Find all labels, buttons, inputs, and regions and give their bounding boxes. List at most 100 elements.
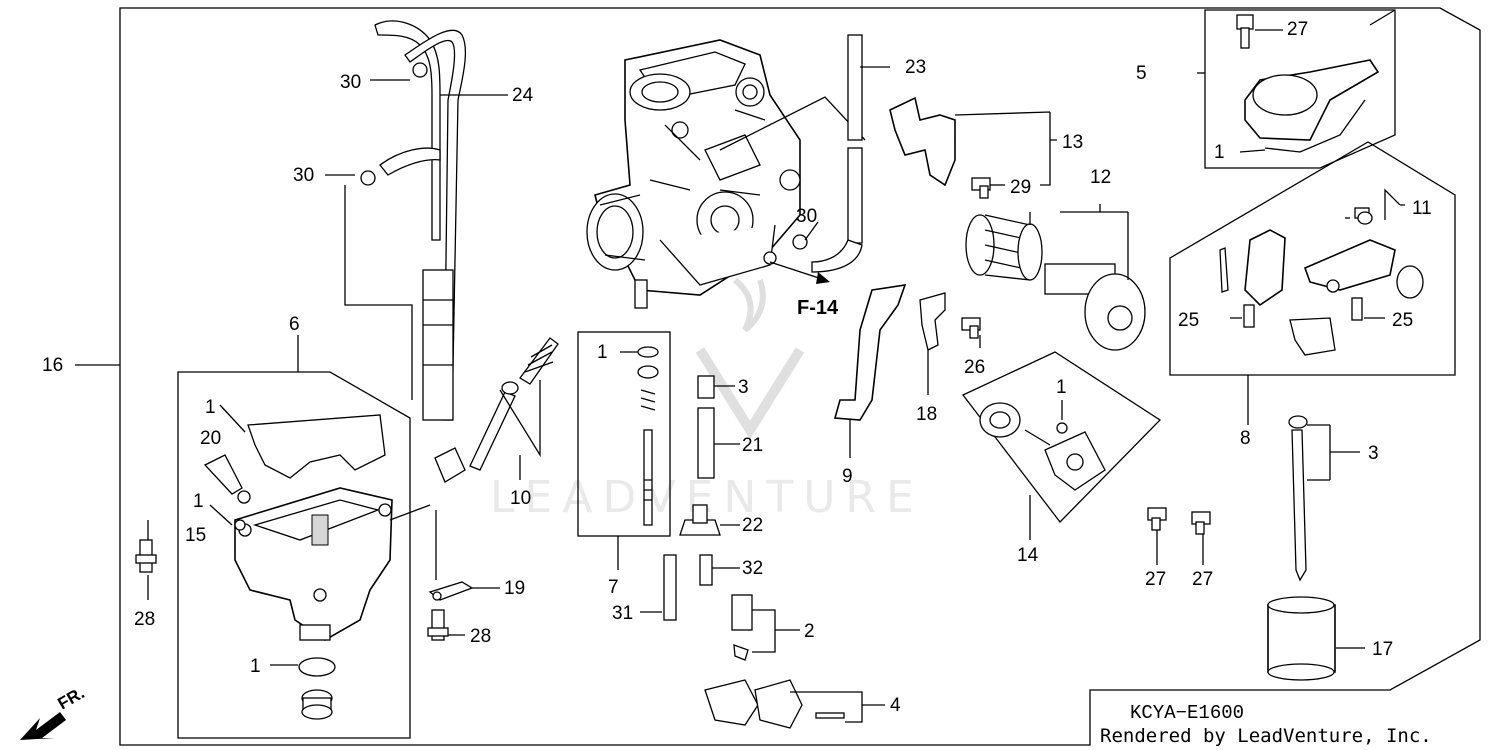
screw-11	[1354, 207, 1373, 225]
float-chamber-bowl	[234, 487, 393, 641]
drain-plug	[301, 689, 333, 720]
screw-27a	[1147, 507, 1167, 531]
assembly-frame	[119, 7, 1481, 746]
callout-9: 9	[842, 466, 853, 487]
callout-16: 16	[42, 355, 63, 376]
bracket-18	[919, 292, 946, 351]
float-chamber-gasket	[247, 414, 386, 479]
callout-30: 30	[796, 206, 817, 227]
callout-32: 32	[742, 558, 763, 579]
callout-1: 1	[597, 342, 608, 363]
callout-10: 10	[510, 488, 531, 509]
throttle-spring-12	[965, 214, 1146, 351]
filter-17	[1267, 596, 1336, 681]
callout-29: 29	[1010, 177, 1031, 198]
callout-25: 25	[1178, 310, 1199, 331]
jet-32	[699, 554, 713, 586]
needle-jet-holder-3	[697, 375, 715, 399]
screw-28b	[427, 609, 449, 641]
throttle-stop-screw-10	[434, 337, 559, 483]
reference-label: F-14	[797, 297, 839, 319]
jet-needle-parts	[637, 346, 659, 526]
front-label: FR.	[55, 683, 88, 713]
lever-9	[833, 284, 907, 421]
drain-o-ring	[298, 657, 336, 677]
drawing-code: KCYA−E1600	[1130, 702, 1244, 724]
callout-31: 31	[612, 603, 633, 624]
callout-30: 30	[293, 165, 314, 186]
callout-30: 30	[340, 72, 361, 93]
drain-screw-20	[203, 454, 251, 504]
o-ring-15	[234, 519, 246, 531]
callout-14: 14	[1017, 545, 1039, 566]
callout-1: 1	[193, 491, 204, 512]
callout-15: 15	[185, 525, 206, 546]
front-arrow-icon	[20, 712, 66, 740]
air-vent-hose-23	[811, 34, 863, 273]
drain-hose-24	[374, 20, 467, 421]
pump-frame	[961, 351, 1162, 523]
accelerator-pump-14	[979, 402, 1106, 491]
hose-clips	[360, 62, 808, 250]
callout-11: 11	[1412, 198, 1432, 219]
callout-13: 13	[1062, 132, 1083, 153]
starter-frame	[1169, 141, 1456, 376]
jet-needle-box	[577, 331, 671, 537]
callout-24: 24	[512, 85, 534, 106]
callout-leaders	[75, 9, 1405, 723]
credit-text: Rendered by LeadVenture, Inc.	[1100, 725, 1432, 747]
callout-7: 7	[608, 577, 619, 598]
callout-19: 19	[504, 578, 525, 599]
callout-21: 21	[742, 435, 763, 456]
callout-27: 27	[1287, 19, 1308, 40]
callout-28: 28	[134, 609, 155, 630]
callout-1: 1	[205, 397, 216, 418]
callout-3: 3	[1368, 443, 1379, 464]
callout-22: 22	[742, 515, 763, 536]
screw-27c	[1236, 14, 1254, 49]
carburetor-body	[586, 39, 801, 309]
callout-27: 27	[1192, 569, 1213, 590]
callout-25: 25	[1392, 310, 1413, 331]
top-cap-5	[1244, 59, 1380, 153]
callout-1: 1	[1056, 377, 1067, 398]
float-4	[704, 679, 845, 729]
jet-31	[663, 554, 677, 621]
callout-4: 4	[890, 695, 901, 716]
screw-26	[961, 317, 981, 339]
clip-set-2	[731, 594, 753, 661]
needle-jet-22	[679, 504, 721, 536]
jet-needle-3	[1288, 415, 1308, 582]
callout-27: 27	[1145, 569, 1166, 590]
screw-25b	[1351, 297, 1363, 321]
callout-20: 20	[200, 428, 221, 449]
callout-1: 1	[250, 656, 261, 677]
float-chamber-frame	[177, 371, 411, 739]
top-cap-frame	[1204, 9, 1396, 169]
callout-1: 1	[1214, 142, 1225, 163]
main-jet-21	[697, 407, 715, 479]
callout-8: 8	[1240, 428, 1251, 449]
screw-25a	[1243, 304, 1255, 328]
plate-19	[428, 581, 474, 601]
callout-28: 28	[470, 626, 491, 647]
callout-26: 26	[964, 357, 985, 378]
throttle-link-13	[889, 96, 956, 187]
reference-arrowhead	[816, 272, 830, 284]
callout-3: 3	[738, 377, 749, 398]
screw-28a	[135, 539, 157, 573]
screw-29	[971, 177, 991, 199]
callout-5: 5	[1136, 63, 1147, 84]
starter-valve-8	[1219, 229, 1424, 356]
callout-labels: 1 1 1 1 1 1 2 3 3 4 5 6 7 8 9 10 11 12 1…	[42, 19, 1432, 716]
callout-17: 17	[1372, 639, 1393, 660]
callout-6: 6	[289, 314, 300, 335]
watermark-logo	[695, 277, 805, 440]
callout-23: 23	[905, 57, 926, 78]
screw-27b	[1191, 511, 1211, 535]
callout-18: 18	[916, 404, 937, 425]
callout-2: 2	[804, 621, 815, 642]
callout-12: 12	[1090, 167, 1111, 188]
reference-arrow	[769, 261, 826, 281]
